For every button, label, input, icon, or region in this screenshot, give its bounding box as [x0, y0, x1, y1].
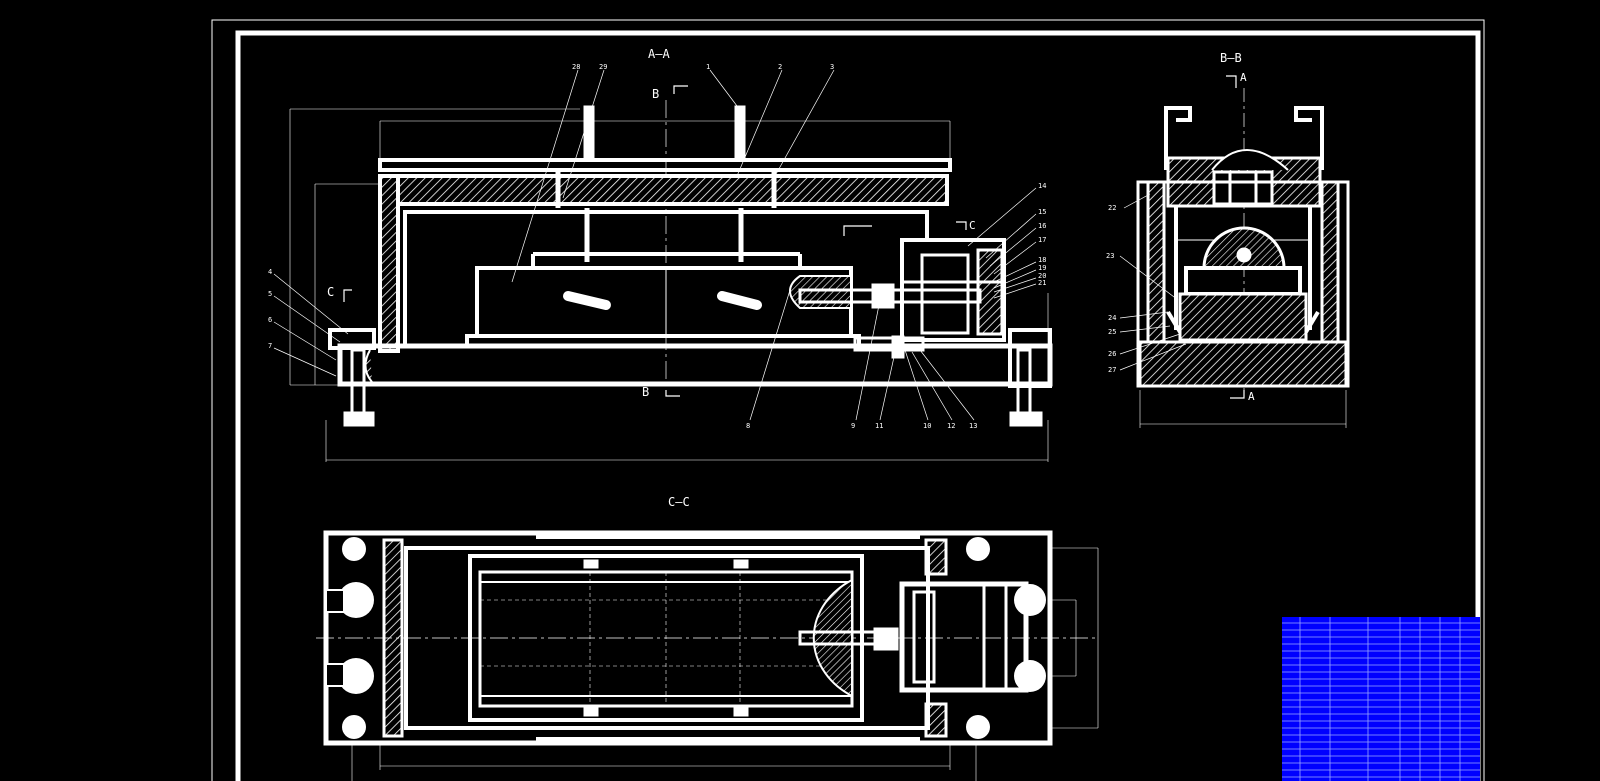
callout-8: 8: [746, 422, 750, 430]
callout-22: 22: [1108, 204, 1116, 212]
callout-4: 4: [268, 268, 272, 276]
section-mark-c-left: C: [327, 285, 334, 299]
callout-11: 11: [875, 422, 883, 430]
callout-24: 24: [1108, 314, 1116, 322]
drawing-frame: [211, 19, 1485, 781]
view-aa-label: A—A: [648, 47, 670, 61]
callout-16: 16: [1038, 222, 1046, 230]
section-mark-a-bottom: A: [1248, 390, 1255, 403]
callout-3: 3: [830, 63, 834, 71]
callout-12: 12: [947, 422, 955, 430]
section-mark-b-bottom: B: [642, 385, 649, 399]
callout-7: 7: [268, 342, 272, 350]
callout-19: 19: [1038, 264, 1046, 272]
section-cc-view: C—C: [316, 495, 1099, 781]
callout-23: 23: [1106, 252, 1114, 260]
callout-15: 15: [1038, 208, 1046, 216]
callout-5: 5: [268, 290, 272, 298]
top-hatched-plate: [383, 174, 949, 206]
view-bb-label: B—B: [1220, 51, 1242, 65]
callout-17: 17: [1038, 236, 1046, 244]
plan-hatched-disc: [812, 578, 853, 698]
callout-18: 18: [1038, 256, 1046, 264]
plan-drive-block: [899, 581, 1029, 693]
view-cc-label: C—C: [668, 495, 690, 509]
callout-26: 26: [1108, 350, 1116, 358]
callout-2: 2: [778, 63, 782, 71]
section-aa-view: A—A: [268, 47, 1053, 462]
callout-29: 29: [599, 63, 607, 71]
callout-25: 25: [1108, 328, 1116, 336]
callout-13: 13: [969, 422, 977, 430]
section-mark-c-right: C: [969, 219, 976, 232]
callout-20: 20: [1038, 272, 1046, 280]
base-frame: [337, 343, 1053, 387]
callout-21: 21: [1038, 279, 1046, 287]
callout-14: 14: [1038, 182, 1046, 190]
section-mark-b-top: B: [652, 87, 659, 101]
callout-6: 6: [268, 316, 272, 324]
callout-10: 10: [923, 422, 931, 430]
section-mark-a-top: A: [1240, 71, 1247, 84]
title-block: [1282, 617, 1480, 781]
callout-28: 28: [572, 63, 580, 71]
callout-1: 1: [706, 63, 710, 71]
section-bb-view: B—B A A: [1106, 51, 1350, 428]
callout-9: 9: [851, 422, 855, 430]
callout-27: 27: [1108, 366, 1116, 374]
